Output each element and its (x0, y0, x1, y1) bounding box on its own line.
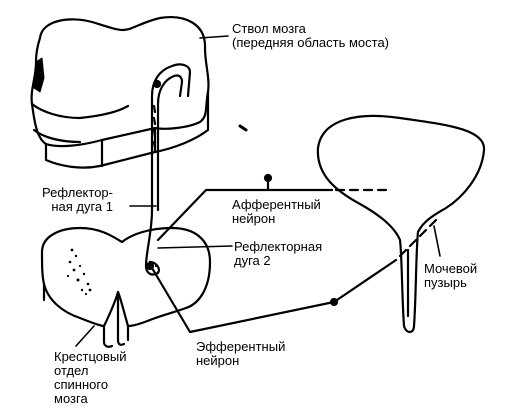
bladder-shape (316, 114, 486, 334)
label-bladder-line2: пузырь (424, 275, 467, 290)
reflex-arc-2-knot (144, 208, 160, 276)
gray-matter-speckle (66, 248, 158, 296)
label-efferent-line1: Эфферентный (196, 339, 286, 354)
label-reflex-arc-2-line1: Рефлекторная (234, 239, 323, 254)
reflex-arc-2-leader (157, 245, 233, 249)
label-efferent-line2: нейрон (196, 353, 240, 368)
label-bladder: Мочевой пузырь (424, 262, 477, 290)
brainstem-shading (33, 57, 45, 93)
label-sacral-line3: спинного (54, 377, 109, 392)
label-reflex-arc-1-line2: ная дуга 1 (51, 199, 113, 214)
brainstem-leader (199, 35, 229, 39)
label-afferent-neuron: Афферентный нейрон (232, 198, 321, 226)
label-reflex-arc-1-line1: Рефлектор- (42, 185, 113, 200)
label-brainstem: Ствол мозга (передняя область моста) (232, 22, 389, 50)
brainstem-shape (30, 16, 210, 169)
stray-mark (238, 124, 248, 132)
label-brainstem-line2: (передняя область моста) (232, 35, 390, 50)
bladder-leader (433, 225, 441, 257)
label-efferent-neuron: Эфферентный нейрон (196, 340, 285, 368)
label-reflex-arc-2-line2: дуга 2 (234, 253, 271, 268)
label-bladder-line1: Мочевой (424, 261, 478, 276)
label-sacral-line1: Крестцовый (54, 349, 127, 364)
label-afferent-line2: нейрон (232, 211, 276, 226)
label-brainstem-line1: Ствол мозга (232, 21, 306, 36)
label-sacral-line2: отдел (54, 363, 89, 378)
label-afferent-line1: Афферентный (232, 197, 321, 212)
efferent-neuron-path (150, 218, 438, 334)
brainstem-neuron-loop (150, 63, 192, 212)
label-reflex-arc-1: Рефлектор- ная дуга 1 (42, 186, 113, 214)
sacral-leader (75, 325, 95, 347)
label-sacral-line4: мозга (54, 391, 88, 406)
label-reflex-arc-2: Рефлекторная дуга 2 (234, 240, 322, 268)
spinal-cord-shape (40, 226, 212, 348)
label-sacral-cord: Крестцовый отдел спинного мозга (54, 350, 127, 406)
